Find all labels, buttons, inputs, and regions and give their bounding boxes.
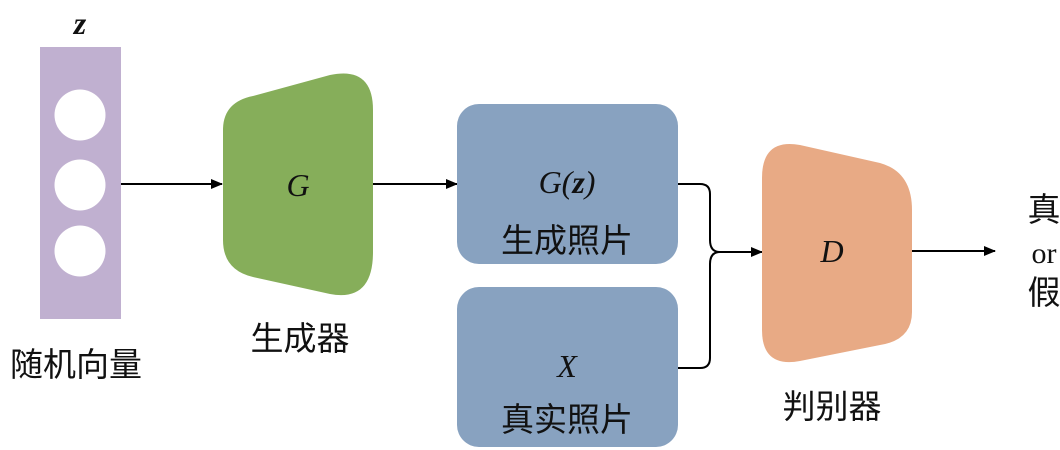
output-real-label: 真 [1028,190,1060,229]
noise-vector-node: z 随机向量 [10,5,142,384]
output-fake-label: 假 [1028,273,1060,312]
real-label: 真实照片 [501,400,633,439]
discriminator-node: D 判别器 [762,143,912,426]
output-node: 真 or 假 [1028,190,1060,312]
edge-real-to-discriminator [678,251,721,369]
real-photos-node: X 真实照片 [457,287,678,447]
vector-element-circle [54,159,106,211]
noise-label: 随机向量 [10,345,142,384]
generator-shape [223,73,373,296]
noise-symbol: z [73,5,87,41]
generated-label: 生成照片 [501,221,633,260]
generated-symbol: G(z) [539,164,596,200]
generator-symbol: G [286,167,309,203]
real-symbol: X [555,348,578,384]
output-or-label: or [1032,237,1057,270]
generator-label: 生成器 [251,319,350,358]
vector-element-circle [54,89,106,141]
discriminator-symbol: D [819,233,843,269]
generated-photos-box [457,104,678,264]
discriminator-label: 判别器 [783,387,882,426]
vector-element-circle [54,225,106,277]
real-photos-box [457,287,678,447]
generator-node: G 生成器 [223,73,373,358]
edge-generated-to-discriminator [678,183,721,253]
generated-photos-node: G(z) 生成照片 [457,104,678,264]
discriminator-shape [762,143,912,363]
